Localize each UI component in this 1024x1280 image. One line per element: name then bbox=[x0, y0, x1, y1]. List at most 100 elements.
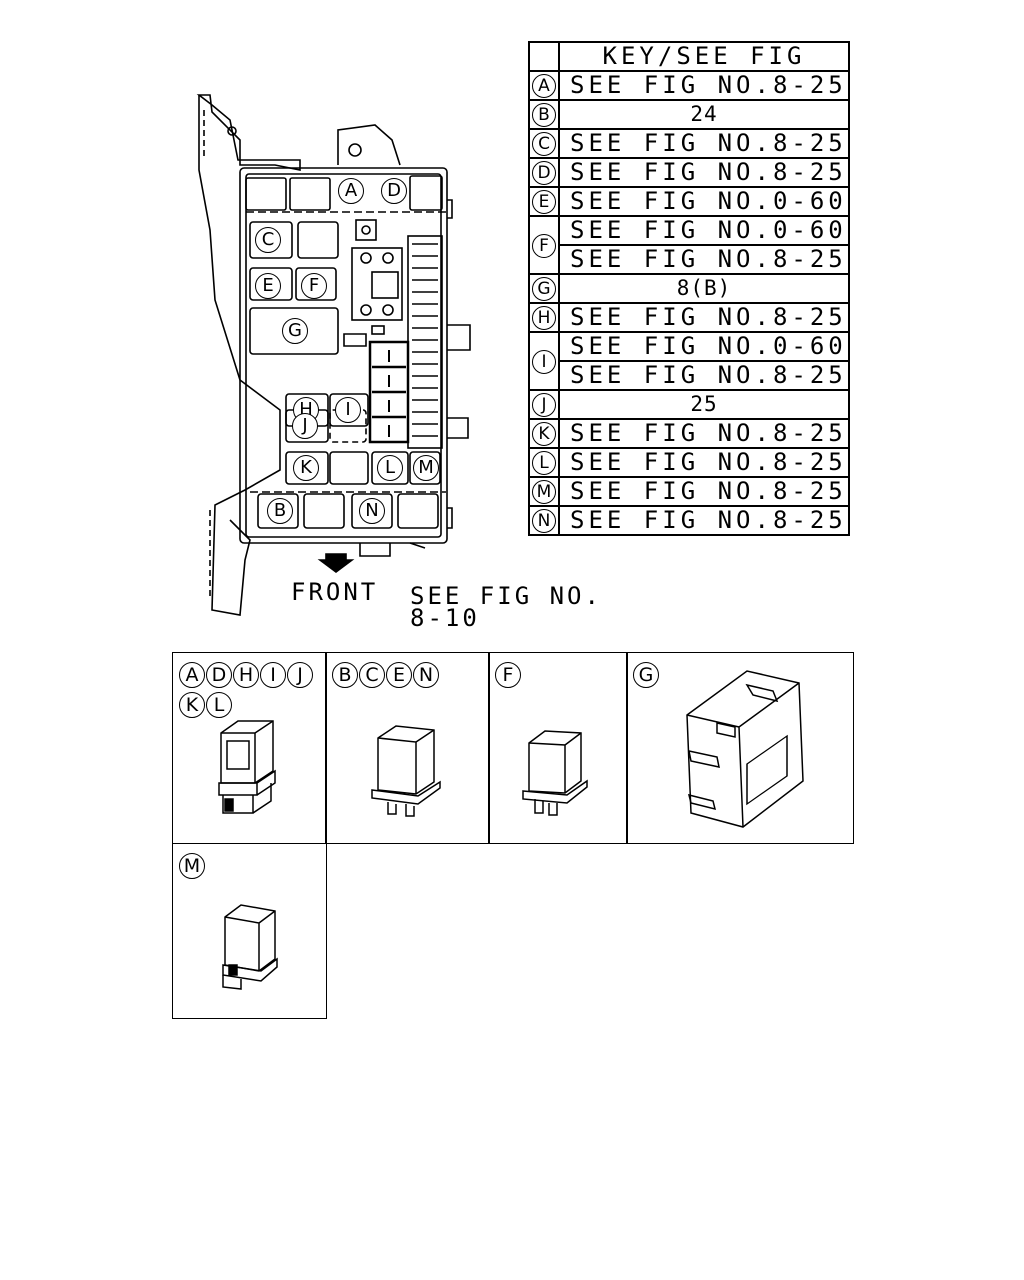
diagram-key-m: M bbox=[413, 455, 439, 481]
table-ref-cell: SEE FIG NO.8-25 bbox=[558, 447, 850, 478]
panel-relay-m: M bbox=[172, 843, 327, 1019]
panel-tag: M bbox=[179, 852, 205, 879]
mounting-bracket bbox=[196, 94, 301, 171]
diagram-key-k: K bbox=[293, 455, 319, 481]
panel-tag: I bbox=[260, 661, 286, 688]
table-key-cell: B bbox=[528, 99, 560, 130]
diagram-key-j: J bbox=[292, 413, 318, 439]
panel-relay-g: G bbox=[626, 652, 854, 844]
table-key-cell: N bbox=[528, 505, 560, 536]
panel-tag: J bbox=[287, 661, 313, 688]
panel-tag: C bbox=[359, 661, 385, 688]
key-letter: K bbox=[532, 422, 556, 446]
panel-tags: F bbox=[495, 659, 645, 689]
table-header: KEY/SEE FIG bbox=[558, 41, 850, 72]
table-ref-cell: SEE FIG NO.0-60 bbox=[558, 215, 850, 246]
key-letter: F bbox=[532, 233, 556, 258]
table-key-cell: K bbox=[528, 418, 560, 449]
key-letter: J bbox=[532, 393, 556, 417]
key-letter: I bbox=[532, 349, 556, 374]
panel-tag: D bbox=[206, 661, 232, 688]
table-key-cell: E bbox=[528, 186, 560, 217]
panel-tags: G bbox=[633, 659, 783, 689]
table-ref-cell: SEE FIG NO.8-25 bbox=[558, 128, 850, 159]
see-fig-label: SEE FIG NO. bbox=[410, 582, 602, 610]
table-ref-cell: SEE FIG NO.8-25 bbox=[558, 360, 850, 391]
table-ref-cell: SEE FIG NO.8-25 bbox=[558, 505, 850, 536]
fuse-slots bbox=[412, 243, 438, 437]
table-key-cell: F bbox=[528, 215, 560, 275]
table-row: SEE FIG NO.8-25 bbox=[529, 360, 850, 391]
key-letter: N bbox=[532, 509, 556, 533]
table-key-cell: H bbox=[528, 302, 560, 333]
table-ref-cell: SEE FIG NO.8-25 bbox=[558, 418, 850, 449]
table-ref-cell: 8(B) bbox=[558, 273, 850, 304]
diagram-key-g: G bbox=[282, 318, 308, 344]
key-letter: G bbox=[532, 277, 556, 301]
panel-tags: M bbox=[179, 850, 329, 880]
diagram-key-f: F bbox=[301, 273, 327, 299]
table-key-cell: C bbox=[528, 128, 560, 159]
table-key-cell: L bbox=[528, 447, 560, 478]
panel-tag: B bbox=[332, 661, 358, 688]
table-ref-cell: SEE FIG NO.8-25 bbox=[558, 476, 850, 507]
table-key-cell: M bbox=[528, 476, 560, 507]
diagram-key-d: D bbox=[381, 178, 407, 204]
table-key-cell: G bbox=[528, 273, 560, 304]
table-ref-cell: SEE FIG NO.8-25 bbox=[558, 70, 850, 101]
table-ref-cell: SEE FIG NO.8-25 bbox=[558, 157, 850, 188]
panel-tag: L bbox=[206, 691, 232, 718]
table-key-cell: I bbox=[528, 331, 560, 391]
panel-tag: F bbox=[495, 661, 521, 688]
front-arrow bbox=[317, 553, 355, 573]
relay-icon bbox=[218, 720, 276, 814]
panel-relay-3: F bbox=[488, 652, 628, 844]
table-header-blank bbox=[528, 41, 560, 72]
table-ref-cell: SEE FIG NO.0-60 bbox=[558, 331, 850, 362]
fuse-box-housing bbox=[239, 167, 448, 544]
table-header-row: KEY/SEE FIG bbox=[528, 41, 850, 72]
table-key-cell: D bbox=[528, 157, 560, 188]
panel-tag: E bbox=[386, 661, 412, 688]
panel-tag: N bbox=[413, 661, 439, 688]
relay-icon bbox=[371, 725, 441, 817]
key-letter: M bbox=[532, 480, 556, 504]
diagram-key-n: N bbox=[359, 498, 385, 524]
see-fig-number: 8-10 bbox=[410, 604, 480, 632]
fuse-box-diagram bbox=[196, 94, 471, 616]
relay-icon bbox=[522, 730, 588, 816]
panel-tag: H bbox=[233, 661, 259, 688]
key-letter: B bbox=[532, 103, 556, 127]
key-letter: A bbox=[532, 74, 556, 98]
diagram-key-a: A bbox=[338, 178, 364, 204]
table-key-cell: A bbox=[528, 70, 560, 101]
diagram-key-e: E bbox=[255, 273, 281, 299]
key-letter: L bbox=[532, 451, 556, 475]
relay-icon bbox=[222, 904, 278, 990]
key-letter: H bbox=[532, 306, 556, 330]
panel-tag: A bbox=[179, 661, 205, 688]
table-row: SEE FIG NO.8-25 bbox=[529, 244, 850, 275]
table-key-cell: J bbox=[528, 389, 560, 420]
diagram-key-i: I bbox=[335, 397, 361, 423]
diagram-key-b: B bbox=[267, 498, 293, 524]
table-ref-cell: 25 bbox=[558, 389, 850, 420]
panel-tag: K bbox=[179, 691, 205, 718]
table-ref-cell: SEE FIG NO.8-25 bbox=[558, 302, 850, 333]
relay-g-icon bbox=[686, 670, 804, 828]
